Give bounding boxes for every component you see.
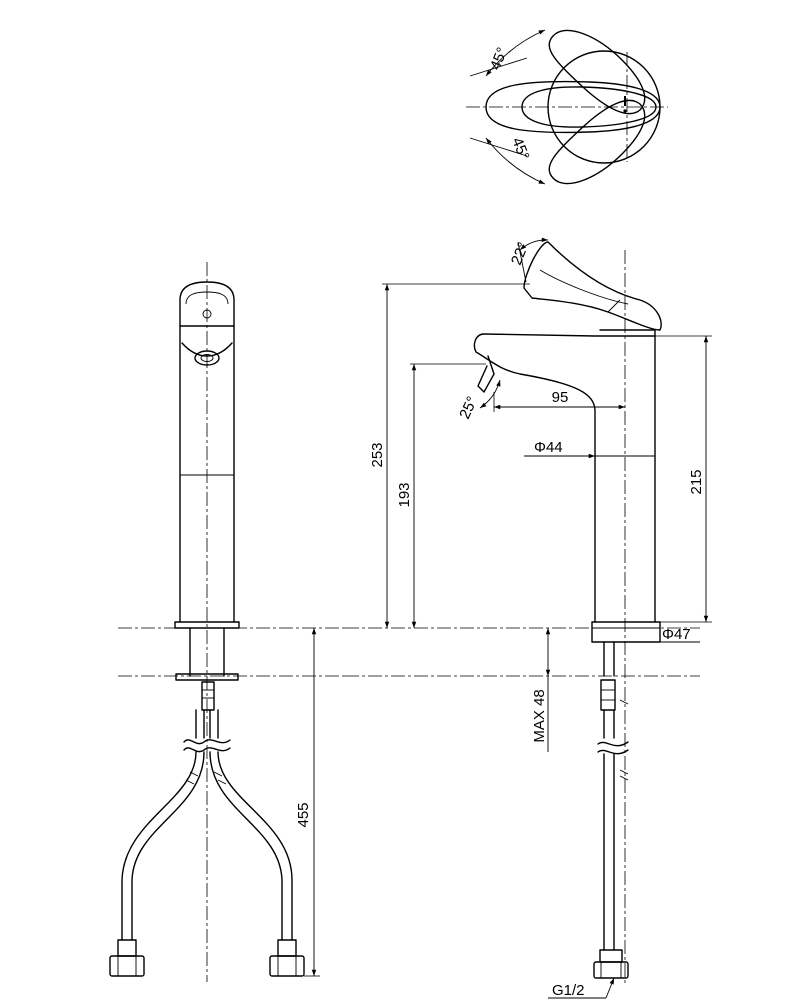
front-body-sides xyxy=(179,325,235,623)
rotation-arc-bottom xyxy=(485,137,546,185)
total-height-label: 253 xyxy=(369,442,386,467)
spout-reach-label: 95 xyxy=(552,389,569,406)
front-hoses-upper xyxy=(195,709,219,739)
lever-rotated-up-outline xyxy=(548,29,646,115)
side-shank xyxy=(603,641,615,677)
front-lever-screw xyxy=(202,309,212,319)
front-mounting-nut xyxy=(175,673,239,681)
side-base xyxy=(591,621,661,643)
body-height-label: 215 xyxy=(688,469,705,494)
front-break-mark-bottom xyxy=(183,747,231,753)
side-hose-fitting xyxy=(600,679,616,711)
front-aerator xyxy=(194,350,220,366)
spout-angle-label: 25° xyxy=(456,394,481,422)
front-lever-highlight xyxy=(185,291,229,305)
lever-handle-outline xyxy=(521,86,657,128)
side-view: 22° 25° G1/2 253 xyxy=(345,237,712,999)
hose-length-label: 455 xyxy=(295,802,312,827)
front-aerator-inner xyxy=(200,354,214,362)
front-hose-right xyxy=(209,751,293,941)
side-hose-lower xyxy=(603,753,615,951)
top-view: 45° 45° xyxy=(466,29,668,185)
body-diameter-label: Φ44 xyxy=(534,439,563,456)
lever-indicator-dot xyxy=(623,109,627,113)
front-hose-left xyxy=(121,751,205,941)
lever-indicator-mark xyxy=(624,96,626,106)
side-break-mark-bottom xyxy=(597,749,629,755)
spout-angle-arc xyxy=(479,379,501,409)
rotation-extension-top xyxy=(469,57,528,77)
lever-tilt-arc xyxy=(519,237,549,251)
side-connector-neck xyxy=(599,949,623,963)
front-connector-right-nut xyxy=(269,955,305,977)
front-connector-right-neck xyxy=(277,939,297,957)
connection-label: G1/2 xyxy=(552,982,585,999)
front-connector-left-neck xyxy=(117,939,137,957)
side-body-top xyxy=(599,329,656,337)
connection-leader xyxy=(605,977,615,999)
side-body-outline xyxy=(473,333,656,623)
rotation-arc-top xyxy=(485,29,546,77)
base-diameter-label: Φ47 xyxy=(662,626,691,643)
front-spout-lip xyxy=(181,342,233,357)
deck-thickness-label: MAX 48 xyxy=(531,689,548,742)
rotation-angle-top: 45° xyxy=(487,45,511,72)
lever-rotated-down-outline xyxy=(548,99,646,185)
front-break-mark-top xyxy=(183,739,231,745)
side-lever xyxy=(523,241,662,331)
spout-height-label: 193 xyxy=(396,482,413,507)
rotation-angle-bottom: 45° xyxy=(508,135,532,162)
rotation-extension-bottom xyxy=(469,137,528,157)
front-hose-fitting xyxy=(201,681,215,711)
side-lever-highlight xyxy=(539,269,629,305)
front-connector-left-nut xyxy=(109,955,145,977)
front-view: 455 xyxy=(109,262,345,982)
side-connector-nut xyxy=(593,961,629,979)
side-hose-upper xyxy=(603,709,615,739)
front-lever-cap xyxy=(179,281,235,327)
side-break-mark-top xyxy=(597,741,629,747)
lever-center-outline xyxy=(485,80,661,134)
